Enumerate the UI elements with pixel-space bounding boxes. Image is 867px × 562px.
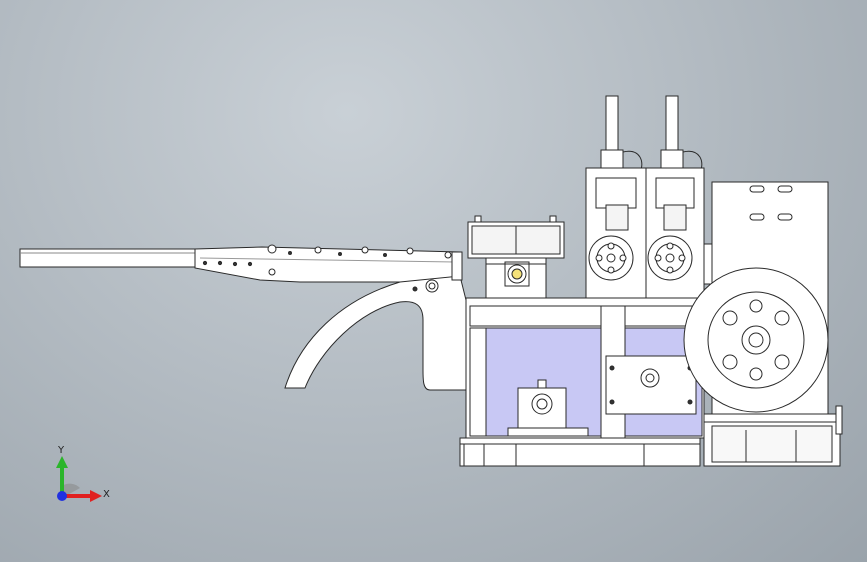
curved-bracket	[284, 251, 467, 391]
drive-base	[703, 405, 843, 467]
roll-stand-1	[585, 95, 647, 299]
axis-triad: Y X	[56, 445, 110, 502]
main-frame	[459, 297, 705, 467]
x-axis-label: X	[103, 489, 110, 500]
gearbox-left	[467, 215, 565, 299]
flywheel	[683, 267, 829, 413]
extension-arm	[19, 244, 461, 283]
roll-stand-2	[645, 95, 705, 299]
y-axis-label: Y	[57, 445, 65, 456]
